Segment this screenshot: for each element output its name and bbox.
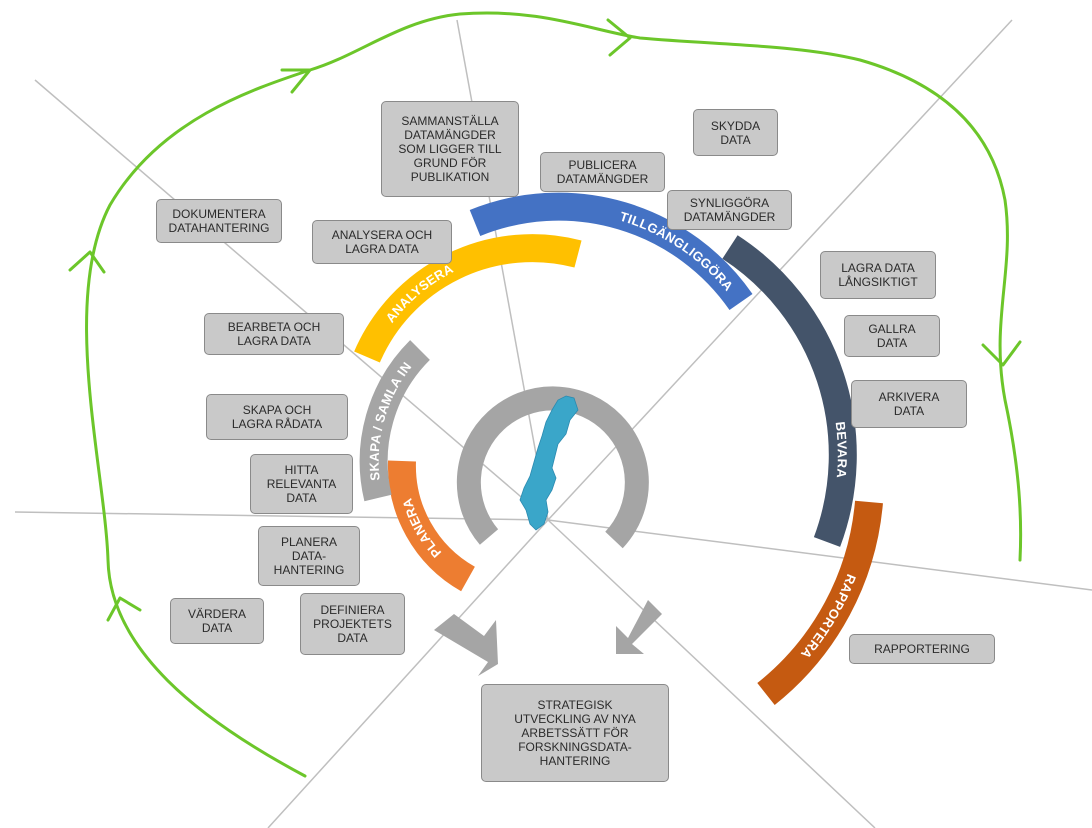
arc-label-bevara: BEVARA: [833, 421, 850, 479]
divider-line: [547, 519, 876, 828]
box-definiera: DEFINIERA PROJEKTETS DATA: [300, 593, 405, 655]
box-analysera-lagra: ANALYSERA OCH LAGRA DATA: [312, 220, 452, 264]
divider-line: [267, 519, 549, 828]
box-dokumentera: DOKUMENTERA DATAHANTERING: [156, 199, 282, 243]
box-arkivera: ARKIVERA DATA: [851, 380, 967, 428]
box-planera-data: PLANERA DATA- HANTERING: [258, 526, 360, 586]
arc-rapportera: [757, 500, 883, 705]
svg-text:BEVARA: BEVARA: [833, 421, 850, 479]
box-gallra: GALLRA DATA: [844, 315, 940, 357]
center-ring: [456, 386, 649, 549]
divider-line: [547, 519, 1092, 591]
box-skapa-lagra: SKAPA OCH LAGRA RÅDATA: [206, 394, 348, 440]
sweden-map-icon: [519, 395, 579, 531]
box-strategisk: STRATEGISK UTVECKLING AV NYA ARBETSSÄTT …: [481, 684, 669, 782]
arc-skapa: [359, 340, 431, 502]
box-lagra-langsiktigt: LAGRA DATA LÅNGSIKTIGT: [820, 251, 936, 299]
divider-line: [34, 79, 549, 521]
box-rapportering: RAPPORTERING: [849, 634, 995, 664]
arrow-icon: [616, 600, 662, 654]
box-bearbeta: BEARBETA OCH LAGRA DATA: [204, 313, 344, 355]
box-vardera: VÄRDERA DATA: [170, 598, 264, 644]
phase-arcs: [354, 192, 883, 705]
arc-bevara: [722, 235, 857, 547]
lower-arrows: [434, 600, 662, 676]
arc-planera: [387, 460, 476, 592]
arc-tillgangliggora: [469, 192, 753, 311]
arc-analysera: [354, 234, 582, 363]
box-skydda: SKYDDA DATA: [693, 109, 778, 156]
box-sammanstalla: SAMMANSTÄLLA DATAMÄNGDER SOM LIGGER TILL…: [381, 101, 519, 197]
arrow-icon: [434, 614, 498, 676]
box-synliggora: SYNLIGGÖRA DATAMÄNGDER: [667, 190, 792, 230]
box-hitta: HITTA RELEVANTA DATA: [250, 454, 353, 514]
cycle-arrow-icon: [68, 11, 1023, 778]
box-publicera: PUBLICERA DATAMÄNGDER: [540, 152, 665, 192]
